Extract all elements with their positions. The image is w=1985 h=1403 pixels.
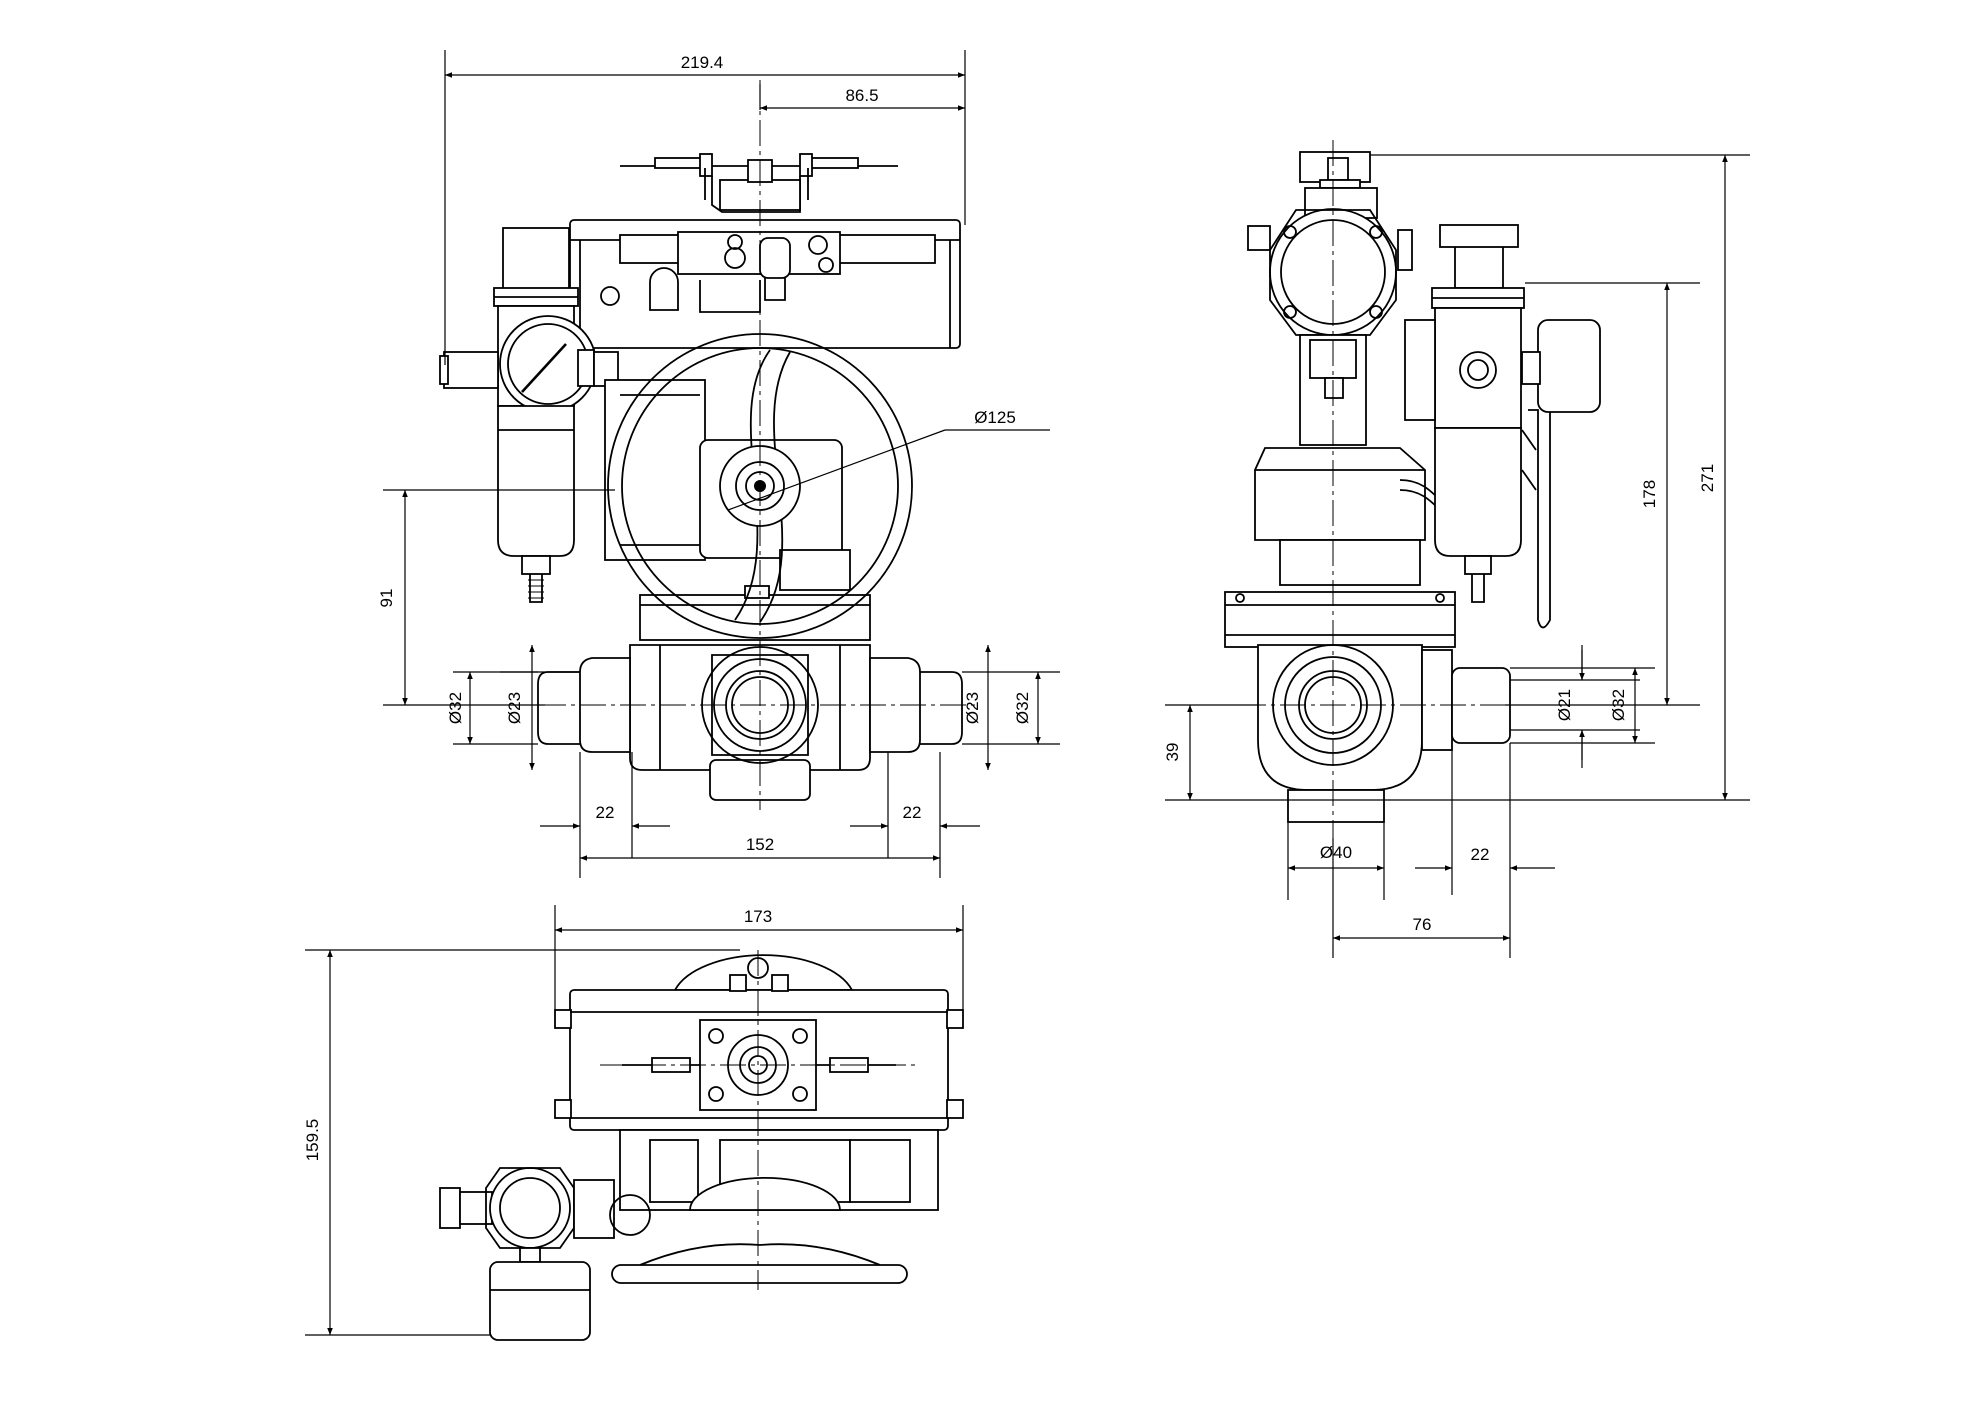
top-actuator <box>554 954 964 1131</box>
dim-side-overall-height: 271 <box>1698 464 1717 492</box>
dim-side-thread-length: 22 <box>1471 845 1490 864</box>
dim-side-port-outer: Ø32 <box>1609 689 1628 721</box>
side-centerlines <box>1240 140 1540 838</box>
dim-front-left-pipe-inner: Ø23 <box>505 692 524 724</box>
front-top-bracket <box>620 153 898 213</box>
dim-front-right-pipe-outer: Ø32 <box>1013 692 1032 724</box>
side-filter-regulator <box>1404 224 1601 629</box>
dim-side-axis-to-top: 178 <box>1640 480 1659 508</box>
dim-front-right-thread-length: 22 <box>903 803 922 822</box>
top-dimension-labels: 173 159.5 <box>303 907 772 1161</box>
dim-front-overall-width: 219.4 <box>681 53 724 72</box>
top-centerlines <box>600 950 920 1290</box>
front-view: 219.4 86.5 Ø125 91 Ø32 Ø23 Ø23 Ø32 22 22… <box>377 50 1060 878</box>
dim-handwheel-diameter: Ø125 <box>974 408 1016 427</box>
front-centerlines <box>540 80 980 810</box>
dim-top-width: 173 <box>744 907 772 926</box>
dim-top-depth: 159.5 <box>303 1119 322 1162</box>
dim-side-center-to-port: 76 <box>1413 915 1432 934</box>
dim-side-axis-to-bottom: 39 <box>1163 743 1182 762</box>
side-dimensions <box>1165 154 1750 958</box>
dim-front-face-to-face: 152 <box>746 835 774 854</box>
dim-side-port-inner: Ø21 <box>1555 689 1574 721</box>
front-filter-regulator <box>439 227 619 603</box>
side-valve-body <box>1257 644 1511 823</box>
front-dimension-labels: 219.4 86.5 Ø125 91 Ø32 Ø23 Ø23 Ø32 22 22… <box>377 53 1032 854</box>
dim-front-height-axis: 91 <box>377 589 396 608</box>
dim-front-right-pipe-inner: Ø23 <box>963 692 982 724</box>
top-gearbox-handwheel <box>611 1129 939 1284</box>
top-dimensions <box>305 905 964 1336</box>
side-gearbox <box>1224 447 1456 648</box>
side-view: 271 178 39 Ø21 Ø32 Ø40 22 76 <box>1163 140 1750 958</box>
front-valve-body <box>537 644 963 801</box>
dim-front-left-pipe-outer: Ø32 <box>446 692 465 724</box>
dim-side-bottom-port: Ø40 <box>1320 843 1352 862</box>
dim-front-center-to-right: 86.5 <box>845 86 878 105</box>
top-view: 173 159.5 <box>303 905 964 1341</box>
dim-front-left-thread-length: 22 <box>596 803 615 822</box>
front-actuator-body <box>569 219 961 349</box>
top-filter-regulator <box>439 1167 651 1341</box>
side-solenoid <box>1247 151 1413 446</box>
side-dimension-labels: 271 178 39 Ø21 Ø32 Ø40 22 76 <box>1163 464 1717 934</box>
front-dimensions <box>383 50 1060 878</box>
